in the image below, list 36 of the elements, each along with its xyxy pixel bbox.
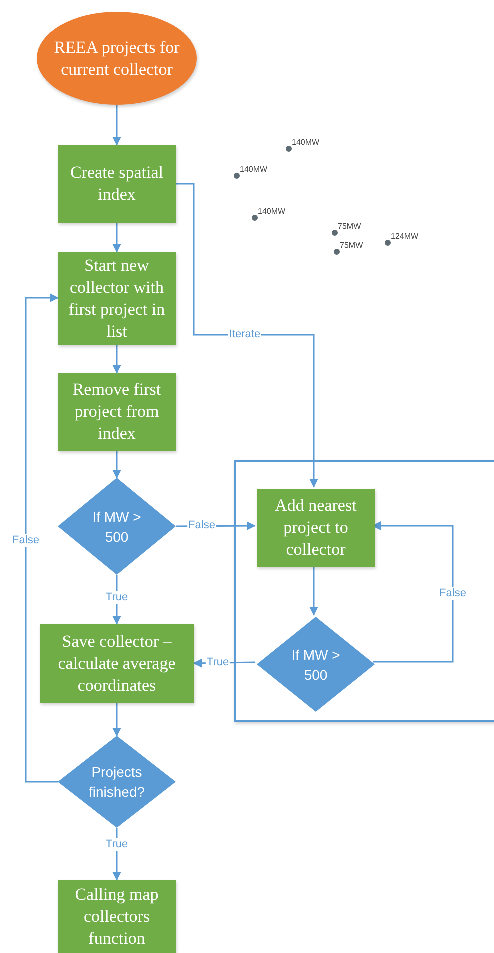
edge-label: True [104,592,130,604]
decision-text: Projects finished? [88,763,146,802]
process-text: Start new collector with first project in list [68,254,166,342]
edge-label: False [438,588,468,600]
capacity-label: 75MW [340,241,364,250]
capacity-label: 140MW [292,138,320,147]
process-box [58,145,176,223]
process-text: Add nearest project to collector [274,495,358,561]
flow-arrow [372,522,454,663]
edge-label: True [104,838,130,852]
edge-label: False [12,534,40,548]
capacity-label: 140MW [258,207,286,216]
process-box [40,624,194,703]
process-box [58,252,176,345]
process-text: Save collector – calculate average coordinates [57,630,177,696]
process-text: Create spatial index [70,162,164,206]
flow-arrow [310,565,318,616]
decision-text: If MW > 500 [92,508,142,546]
flow-arrow [112,703,122,737]
process-text: Calling map collectors function [74,884,160,950]
process-text: Remove first project from index [72,379,162,445]
flow-arrow [176,183,318,488]
process-box [257,489,375,567]
flow-arrow [112,345,122,374]
process-box [58,880,176,953]
process-box [58,373,176,451]
flow-arrow [112,105,122,146]
capacity-label: 75MW [338,222,362,231]
flow-arrow [25,294,59,783]
loop-frame [234,460,494,722]
start-text: REEA projects for current collector [53,36,181,80]
capacity-label: 124MW [391,232,419,241]
decision-text: If MW > 500 [290,646,342,684]
flow-arrow [112,451,122,479]
flow-arrow [112,223,122,253]
capacity-label: 140MW [240,165,268,174]
